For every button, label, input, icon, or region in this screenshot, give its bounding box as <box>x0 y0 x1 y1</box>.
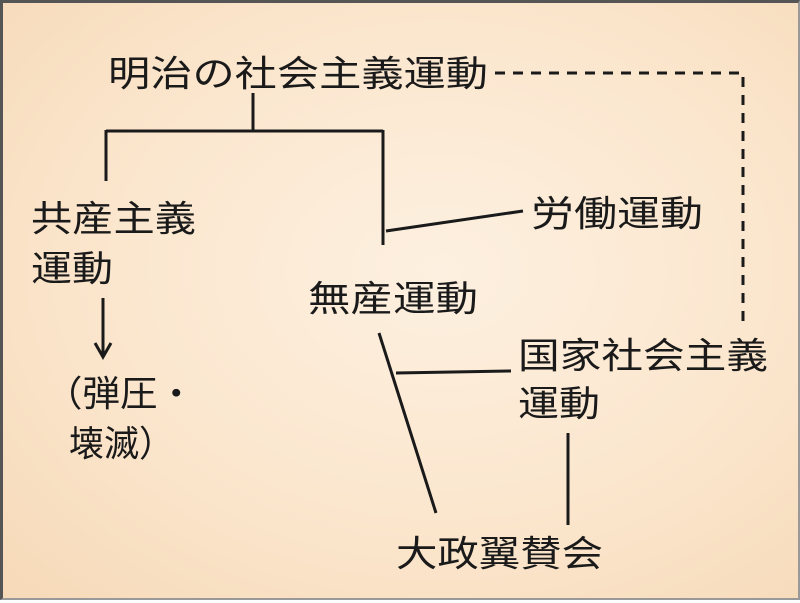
node-taisei-yokusankai: 大政翼賛会 <box>396 534 603 575</box>
node-meiji-socialism: 明治の社会主義運動 <box>108 54 488 95</box>
node-proletarian-movement: 無産運動 <box>308 279 478 320</box>
arrow-down-icon <box>93 342 113 361</box>
node-national-socialism-line1: 国家社会主義 <box>518 336 768 377</box>
branch-connector-meiji <box>104 93 385 245</box>
connector-national <box>395 369 512 375</box>
node-suppression-line1: （弾圧・ <box>45 374 195 415</box>
node-communism-line2: 運動 <box>31 249 113 290</box>
connector-proletarian-taisei <box>377 332 438 514</box>
node-suppression-line2: 壊滅） <box>69 424 174 465</box>
node-communism-line1: 共産主義 <box>31 199 196 240</box>
connector-labor <box>385 209 524 233</box>
lineage-diagram: 明治の社会主義運動 共産主義 運動 （弾圧・ 壊滅） 労働運動 無産運動 国家社… <box>31 54 768 575</box>
node-labor-movement: 労働運動 <box>531 194 703 235</box>
node-national-socialism-line2: 運動 <box>518 384 600 425</box>
